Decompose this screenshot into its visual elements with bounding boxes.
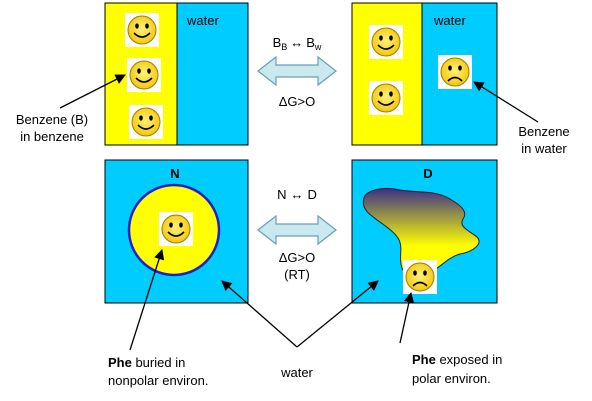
smiley-happy-icon [124,12,160,48]
phe-exposed-label: polar environ. [412,371,491,386]
smiley-sad-icon [437,54,473,90]
benzene-in-benzene-label: in benzene [20,129,84,144]
phe-buried-label: Phe buried in [108,355,185,370]
benzene-in-water-label: in water [521,141,567,156]
benzene-in-water-label: Benzene [518,124,569,139]
pointer-arrow [296,280,379,348]
smiley-happy-icon [158,211,194,247]
smiley-sad-icon [402,259,438,295]
unfolded-protein-blob [362,187,480,278]
pointer-arrow [129,249,165,351]
folding-equilibrium: N↔D ΔG>O (RT) [257,187,337,282]
pointer-arrow [221,280,298,348]
delta-g-label: ΔG>O [279,250,316,265]
benzene-in-water-box: water [351,2,498,146]
double-arrow-icon [257,214,337,246]
pointer-arrow [59,74,126,109]
smiley-happy-icon [126,57,162,93]
phe-exposed-label: Phe exposed in [412,352,502,367]
denatured-state-title: D [423,166,432,181]
pointer-arrow [473,81,539,123]
benzene-in-benzene-label: Benzene (B) [16,112,88,127]
pointer-arrow [399,291,415,344]
native-state-title: N [170,166,179,181]
double-arrow-icon [257,55,337,87]
denatured-state-box: D [351,159,498,304]
water-label: water [433,13,466,28]
smiley-happy-icon [368,80,404,116]
smiley-happy-icon [368,24,404,60]
condition-label: (RT) [284,267,310,282]
benzene-equilibrium: BB↔Bw ΔG>O [257,35,337,109]
delta-g-label: ΔG>O [279,94,316,109]
water-label: water [280,365,313,380]
benzene-equation: BB↔Bw [273,35,322,52]
water-label: water [186,13,219,28]
benzene-in-benzene-box: water [104,2,249,146]
smiley-happy-icon [128,104,164,140]
native-state-box: N [104,159,249,304]
folding-equation: N↔D [277,187,317,202]
phe-buried-label: nonpolar environ. [108,373,208,388]
